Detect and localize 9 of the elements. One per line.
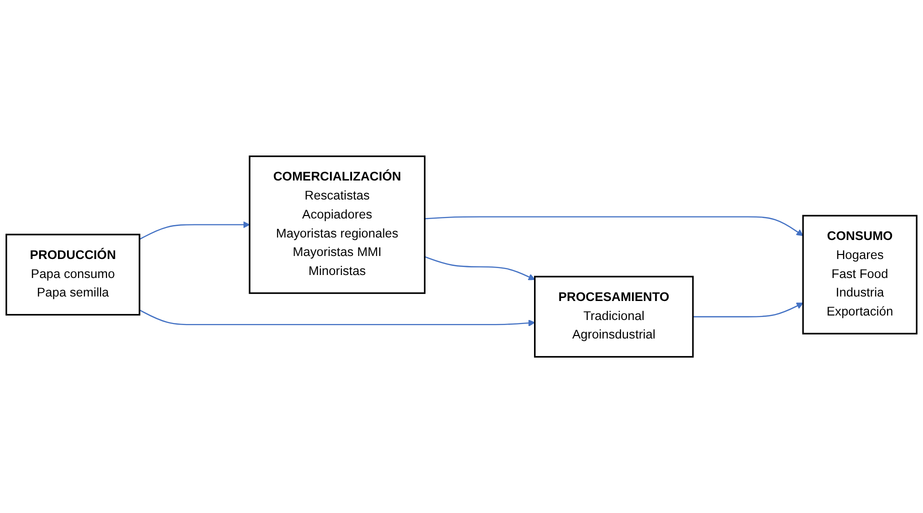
node-box: CONSUMO Hogares Fast Food Industria Exportación: [802, 214, 918, 334]
arrow: [424, 256, 536, 280]
node-box: COMERCIALIZACIÓN Rescatistas Acopiadores Mayoristas regionales Mayoristas MMI Minoristas: [248, 155, 426, 294]
arrow: [139, 221, 250, 240]
arrow: [424, 216, 804, 236]
arrow: [692, 302, 804, 318]
arrow: [139, 309, 536, 326]
node-box: PROCESAMIENTO Tradicional Agroinsdustrial: [534, 276, 694, 358]
node-box: PRODUCCIÓN Papa consumo Papa semilla: [6, 234, 140, 316]
